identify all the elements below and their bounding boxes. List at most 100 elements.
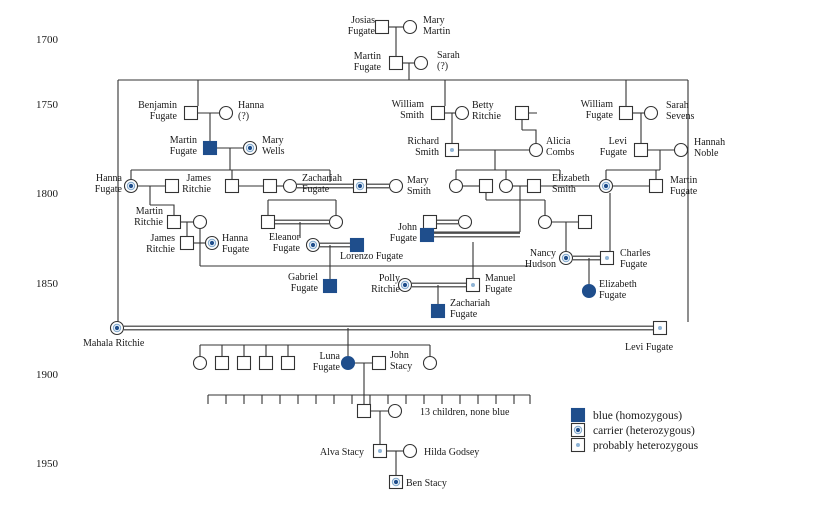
polly-ritchie-symbol: [397, 277, 413, 293]
william-smith-symbol: [430, 105, 446, 121]
relative-sq-c-symbol-square: [478, 178, 494, 194]
name-line: Ritchie: [182, 184, 211, 195]
relative-s6-symbol: [422, 355, 438, 371]
relative-ci-g-symbol: [457, 214, 473, 230]
name-line: James: [151, 233, 176, 244]
nancy-hudson-symbol: [558, 250, 574, 266]
hanna-fugate-2-symbol: [204, 235, 220, 251]
levi-fugate-sr-symbol: [633, 142, 649, 158]
relative-ci-ms-symbol-circle: [388, 178, 404, 194]
relative-sq-f-symbol: [422, 214, 438, 230]
relative-s1-symbol-circle: [192, 355, 208, 371]
relative-ci-d-symbol: [498, 178, 514, 194]
relative-ci-g-symbol-circle: [457, 214, 473, 230]
hanna-q-label: Hanna(?): [238, 100, 265, 122]
legend-probable-swatch: [570, 437, 586, 453]
relative-sq-a-symbol-square: [164, 178, 180, 194]
legend-blue-swatch-square: [570, 407, 586, 423]
name-line: (?): [437, 61, 448, 72]
name-line: Zachariah: [302, 173, 342, 184]
name-line: Fugate: [291, 283, 319, 294]
mary-smith-symbol: [352, 178, 368, 194]
relative-s2-symbol-square: [214, 355, 230, 371]
william-smith-symbol-square: [430, 105, 446, 121]
james-ritchie-sr-symbol: [224, 178, 240, 194]
relative-s5-symbol: [280, 355, 296, 371]
name-line: Martin: [136, 206, 163, 217]
lorenzo-fugate-symbol: [349, 237, 365, 253]
name-line: Martin: [670, 175, 697, 186]
name-line: Ritchie: [472, 111, 501, 122]
nancy-hudson-symbol-carrier-dot: [563, 255, 569, 261]
john-fugate-symbol: [419, 227, 435, 243]
pedigree-line: [522, 129, 537, 143]
name-line: Hanna: [238, 100, 265, 111]
relative-ci-e-symbol: [192, 214, 208, 230]
name-line: William: [392, 99, 425, 110]
year-label-1900: 1900: [36, 369, 59, 381]
lorenzo-fugate-symbol-square: [349, 237, 365, 253]
legend-carrier-swatch: [570, 422, 586, 438]
name-line: Fugate: [600, 147, 628, 158]
relative-ci-f-symbol: [328, 214, 344, 230]
relative-sq-g-symbol-square: [577, 214, 593, 230]
name-line: Charles: [620, 248, 651, 259]
charles-fugate-symbol: [599, 250, 615, 266]
year-label-1800: 1800: [36, 188, 59, 200]
relative-s1-symbol: [192, 355, 208, 371]
benjamin-fugate-symbol-square: [183, 105, 199, 121]
relative-sq-b-symbol: [262, 178, 278, 194]
year-label-1700: 1700: [36, 34, 59, 46]
thirteen-children-note: 13 children, none blue: [420, 407, 510, 418]
hanna-q-symbol: [218, 105, 234, 121]
name-line: Sarah: [666, 100, 689, 111]
eleanor-fugate-symbol-carrier-dot: [310, 242, 316, 248]
name-line: John: [390, 350, 409, 361]
alva-stacy-label: Alva Stacy: [320, 447, 364, 458]
mary-smith-symbol-carrier-dot: [357, 183, 363, 189]
name-line: Fugate: [620, 259, 648, 270]
betty-ritchie-symbol: [454, 105, 470, 121]
hilda-godsey-label: Hilda Godsey: [424, 447, 479, 458]
year-label-1950: 1950: [36, 458, 59, 470]
lorenzo-fugate-label: Lorenzo Fugate: [340, 251, 404, 262]
name-line: John: [398, 222, 417, 233]
name-line: Lorenzo Fugate: [340, 251, 404, 262]
name-line: Fugate: [485, 284, 513, 295]
name-line: Fugate: [313, 362, 341, 373]
name-line: Levi Fugate: [625, 342, 674, 353]
relative-sq-a-symbol: [164, 178, 180, 194]
zachariah-fugate-jr-symbol-square: [430, 303, 446, 319]
levi-fugate-jr-symbol-probable-dot: [658, 326, 662, 330]
martin-fugate-jr-symbol-square: [648, 178, 664, 194]
martin-ritchie-symbol-square: [166, 214, 182, 230]
relative-st-symbol-square: [356, 403, 372, 419]
john-stacy-symbol-square: [371, 355, 387, 371]
elizabeth-smith-symbol-carrier-dot: [603, 183, 609, 189]
alicia-combs-symbol-circle: [528, 142, 544, 158]
name-line: Mary: [262, 135, 284, 146]
hannah-noble-symbol: [673, 142, 689, 158]
mahala-ritchie-symbol: [109, 320, 125, 336]
name-line: Sevens: [666, 111, 694, 122]
manuel-fugate-symbol: [465, 277, 481, 293]
zachariah-fugate-sr-symbol: [282, 178, 298, 194]
polly-ritchie-symbol-carrier-dot: [402, 282, 408, 288]
elizabeth-fugate-symbol-circle: [581, 283, 597, 299]
name-line: Levi: [609, 136, 628, 147]
name-line: Betty: [472, 100, 494, 111]
name-line: Hudson: [525, 259, 556, 270]
alicia-combs-symbol: [528, 142, 544, 158]
